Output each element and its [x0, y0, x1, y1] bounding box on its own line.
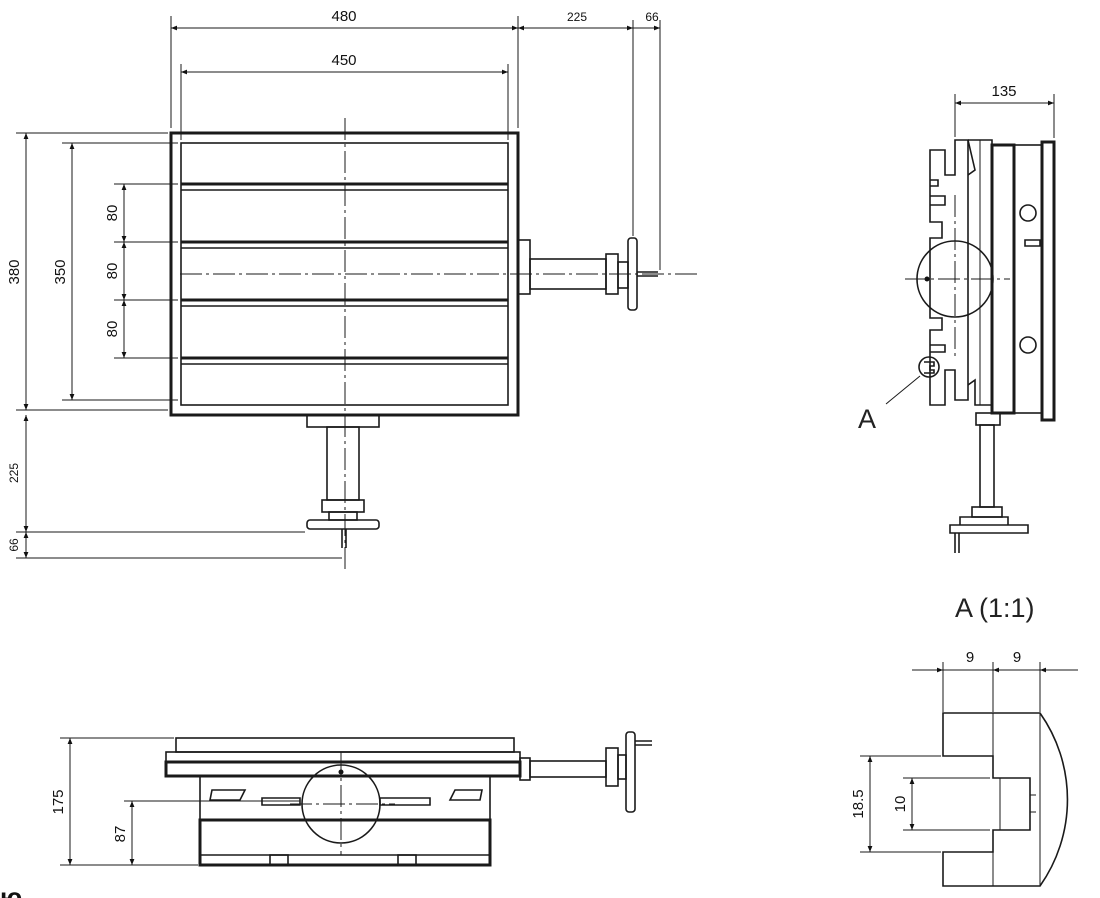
dim-80-b: 80: [104, 263, 121, 280]
mount-hole-bottom: [1019, 336, 1037, 354]
t-slot-notch-bottom: [930, 344, 946, 353]
detail-profile: [942, 712, 1069, 887]
dim-480: 480: [331, 8, 356, 25]
dim-380: 380: [6, 259, 23, 284]
dim-18-5: 18.5: [850, 789, 867, 818]
detail-a-view: A (1:1) 9 9 18.5 10: [850, 593, 1078, 887]
dim-9-right: 9: [1013, 649, 1021, 666]
side-lower-handwheel: [949, 412, 1029, 553]
corner-text-fragment: ю: [0, 882, 22, 898]
dim-10: 10: [892, 796, 909, 813]
right-handwheel-assembly: [517, 237, 658, 311]
detail-marker-a: A: [858, 404, 876, 434]
top-view: 480 450 225 66 380 350 80 80 80 225 66: [6, 8, 700, 570]
extension-lines-top: [16, 16, 661, 559]
front-table-top: [175, 737, 515, 753]
dim-225-bottom: 225: [7, 463, 21, 483]
dim-66-right: 66: [645, 10, 659, 24]
dim-9-left: 9: [966, 649, 974, 666]
t-slot-notch-top: [930, 179, 946, 206]
detail-title: A (1:1): [955, 593, 1035, 623]
bottom-handwheel-assembly: [306, 414, 380, 548]
dim-225-right: 225: [567, 10, 587, 24]
dim-66-bottom: 66: [7, 538, 21, 552]
detail-a-leader: [885, 375, 921, 405]
dim-87: 87: [112, 826, 129, 843]
dim-80-c: 80: [104, 321, 121, 338]
dim-80-a: 80: [104, 205, 121, 222]
front-view: 175 87: [50, 731, 652, 867]
front-saddle: [199, 775, 491, 821]
dim-175: 175: [50, 789, 67, 814]
side-view: A 135: [858, 83, 1056, 553]
front-handwheel: [519, 731, 652, 813]
side-saddle: [967, 139, 993, 406]
dim-350: 350: [52, 259, 69, 284]
mount-hole-top: [1019, 204, 1037, 222]
dim-450: 450: [331, 52, 356, 69]
dim-135: 135: [991, 83, 1016, 100]
side-table-block: [929, 139, 969, 406]
side-base: [990, 143, 1016, 415]
detail-a-circle: [918, 356, 940, 378]
front-base: [198, 818, 492, 867]
